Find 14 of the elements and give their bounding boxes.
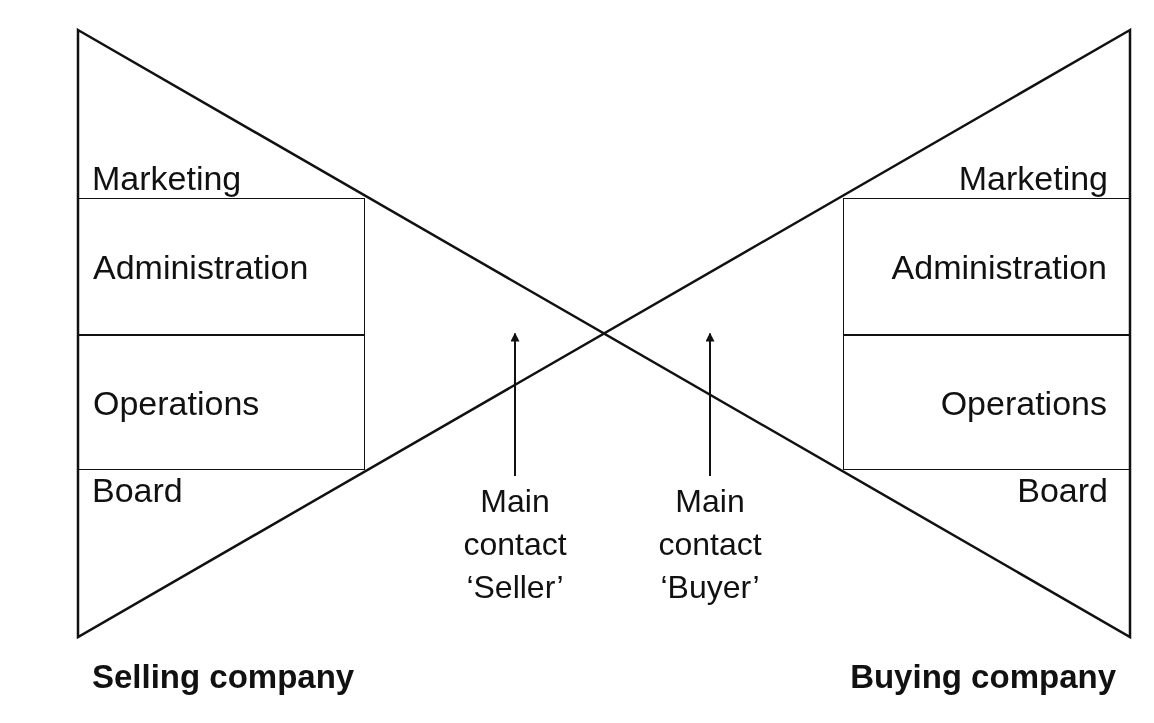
department-box: Operations [843, 335, 1130, 470]
arrow [510, 332, 520, 477]
company-heading: Selling company [92, 658, 355, 696]
department-box: Operations [78, 335, 365, 470]
department-label: Board [843, 470, 1130, 560]
department-label: Board [78, 470, 365, 560]
contact-label: Main contact ‘Seller’ [450, 480, 580, 609]
department-label: Marketing [843, 140, 1130, 198]
department-box: Administration [843, 198, 1130, 335]
company-heading: Buying company [850, 658, 1116, 696]
department-label: Marketing [78, 140, 365, 198]
department-box: Administration [78, 198, 365, 335]
contact-label: Main contact ‘Buyer’ [645, 480, 775, 609]
arrow [705, 332, 715, 477]
